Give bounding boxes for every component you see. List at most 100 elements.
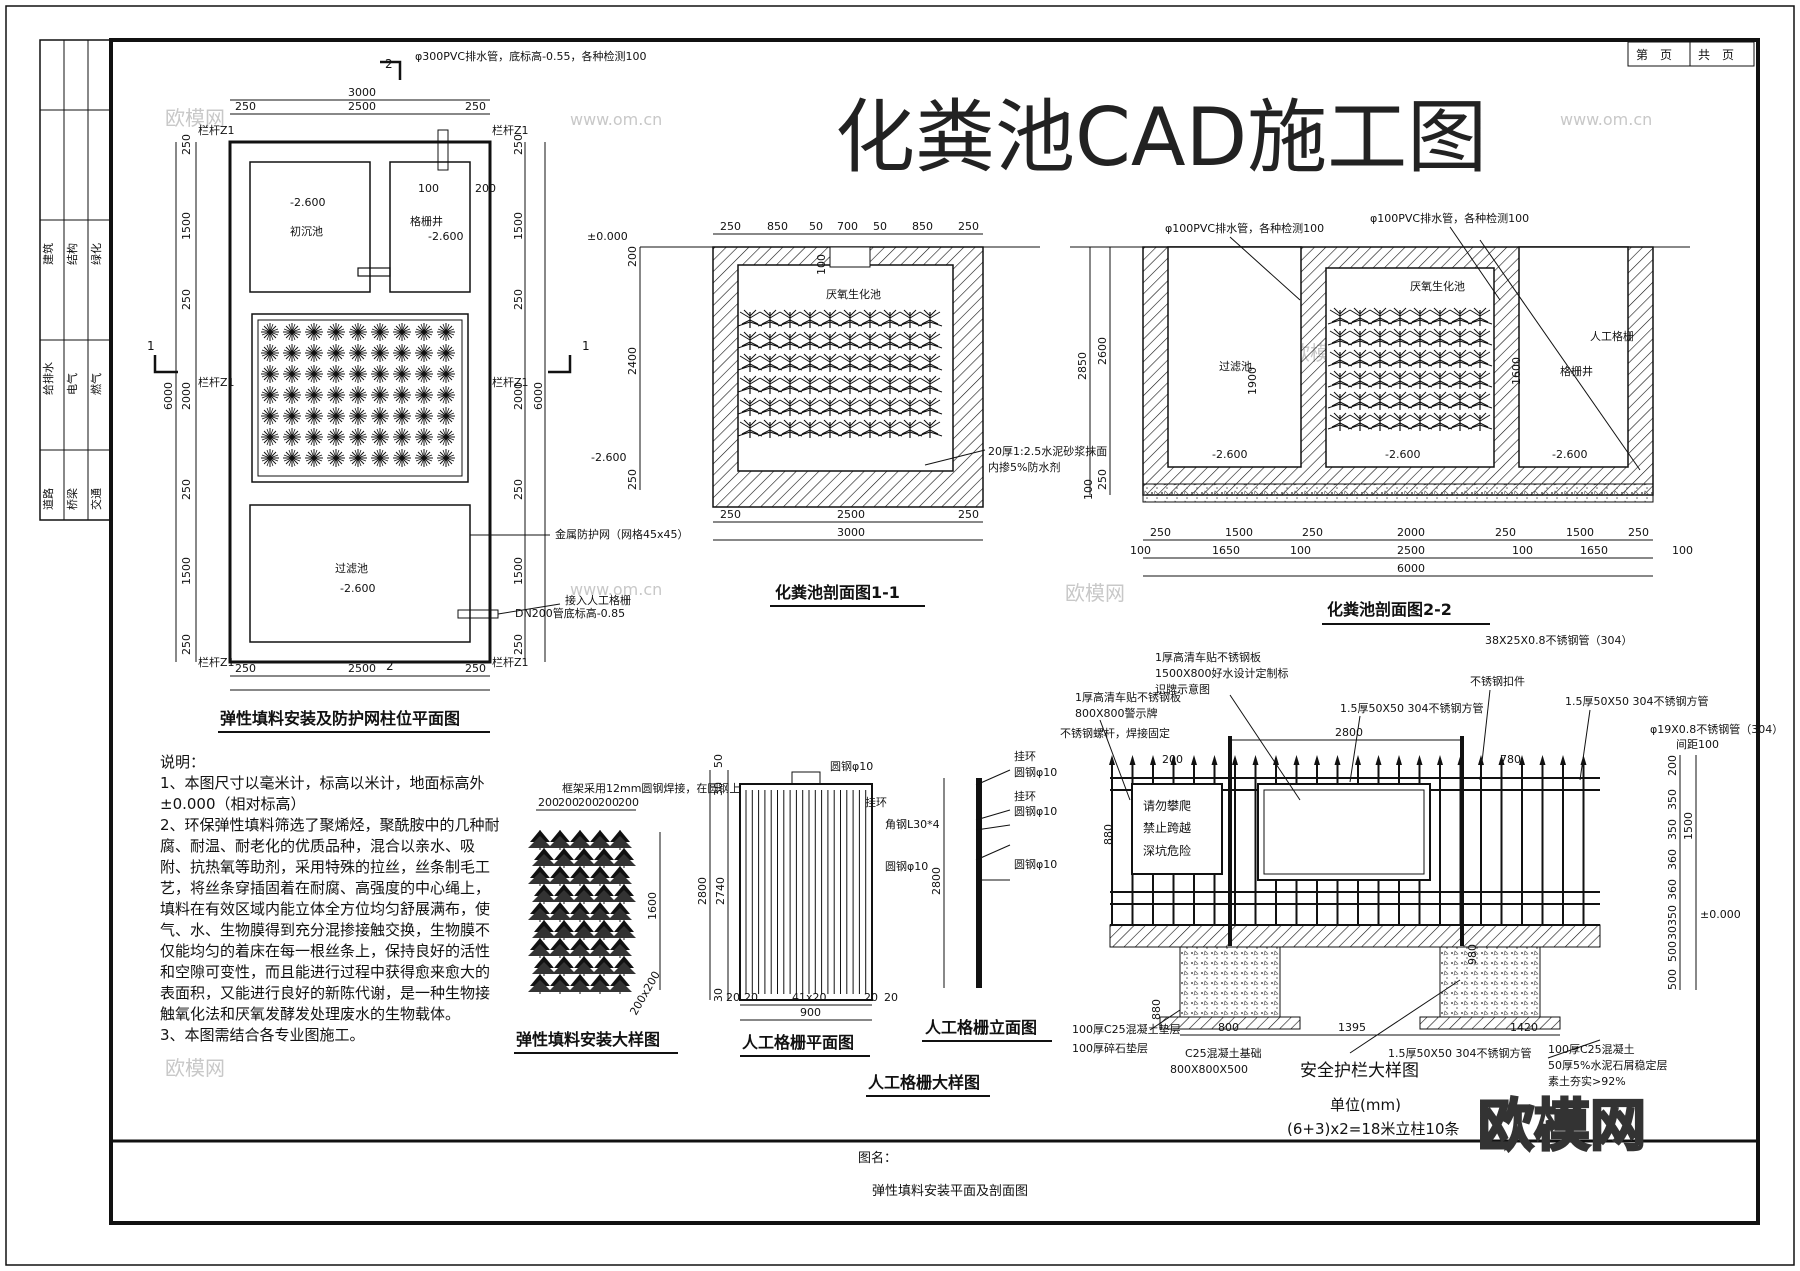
filler-star — [260, 343, 280, 363]
elev-label: 圆钢φ10 — [1014, 766, 1057, 779]
filler-star — [436, 364, 456, 384]
dim: 850 — [767, 220, 788, 233]
section1-opening — [829, 246, 871, 268]
filler-star — [392, 406, 412, 426]
filler-star — [414, 448, 434, 468]
dim: 350 — [1666, 905, 1679, 926]
filler-star — [348, 322, 368, 342]
dim: 100 — [1290, 544, 1311, 557]
filler-star — [414, 322, 434, 342]
warning-sign — [1131, 783, 1223, 875]
level-top: ±0.000 — [587, 230, 628, 243]
room-label: 厌氧生化池 — [826, 287, 881, 301]
leader — [497, 603, 561, 615]
strip-label: 电气 — [65, 373, 79, 395]
room-label-filter: 过滤池 — [335, 562, 368, 575]
dim: 6000 — [162, 382, 175, 410]
tank-outline-plan — [228, 140, 492, 664]
fence-detail: 请勿攀爬 禁止跨越 深坑危险 1厚高清车贴不锈钢板 1500X800好水设计定制… — [1060, 633, 1783, 1138]
dim: 350 — [1666, 789, 1679, 810]
dim: 250 — [235, 662, 256, 675]
section-mark: 1 — [582, 339, 590, 353]
dim: 250 — [180, 134, 193, 155]
outlet-pipe — [457, 609, 499, 619]
dim: 30 — [712, 988, 725, 1002]
filler-tree — [591, 847, 617, 869]
filler-star — [414, 406, 434, 426]
dim: 1500 — [1682, 812, 1695, 840]
filler-star — [304, 322, 324, 342]
dim: 2800 — [696, 877, 709, 905]
filler-room — [251, 313, 469, 483]
picket-tip — [1478, 755, 1484, 765]
filler-tree — [591, 883, 617, 905]
filler-star — [282, 406, 302, 426]
sign-line: 禁止跨越 — [1143, 821, 1191, 835]
filler-star — [282, 448, 302, 468]
filler-star — [436, 385, 456, 405]
filler-star — [348, 364, 368, 384]
dim: 700 — [837, 220, 858, 233]
fence-label: 1厚高清车贴不锈钢板 — [1075, 690, 1181, 704]
pipe-label: φ100PVC排水管，各种检测100 — [1370, 211, 1529, 225]
sign-line: 请勿攀爬 — [1143, 799, 1191, 813]
filler-tree — [607, 973, 633, 995]
filler-star — [370, 406, 390, 426]
filler-star — [348, 343, 368, 363]
filler-star — [282, 385, 302, 405]
filler-star — [282, 343, 302, 363]
filler-star — [392, 427, 412, 447]
fence-label: 1厚高清车贴不锈钢板 — [1155, 650, 1261, 664]
dim: 780 — [1500, 753, 1521, 766]
dim: 2500 — [348, 100, 376, 113]
filler-tree — [571, 955, 597, 977]
filler-star — [326, 427, 346, 447]
strip-label: 建筑 — [41, 243, 55, 265]
foundation-label: 50厚5%水泥石屑稳定层 — [1548, 1058, 1667, 1072]
dim: 2740 — [714, 877, 727, 905]
picket-tip — [1355, 755, 1361, 765]
dim: 1500 — [512, 212, 525, 240]
filler-star — [304, 448, 324, 468]
dim: 250 — [180, 634, 193, 655]
filler-star — [326, 322, 346, 342]
filler-tree — [547, 901, 573, 923]
section-mark: 2 — [386, 659, 394, 673]
note-item: 3、本图需结合各专业图施工。 — [160, 1026, 365, 1044]
filler-tree — [547, 973, 573, 995]
picket-tip — [1539, 755, 1546, 765]
elev-label: 挂环 — [1014, 789, 1036, 803]
total-label: 共 页 — [1698, 48, 1734, 62]
strip-label: 结构 — [65, 243, 79, 265]
filler-tree — [527, 937, 553, 959]
post-footing — [1179, 946, 1281, 1018]
page-number-box: 第 页 共 页 — [1627, 41, 1755, 67]
filler-tree — [591, 919, 617, 941]
ground-layer — [1109, 924, 1601, 948]
filler-tree — [551, 883, 577, 905]
filler-tree — [527, 973, 553, 995]
dim: 50 — [712, 754, 725, 768]
dim: 500 — [1666, 969, 1679, 990]
main-post — [1460, 736, 1464, 946]
level: ±0.000 — [1700, 908, 1741, 921]
filler-tree — [567, 937, 593, 959]
outer-border — [5, 5, 1795, 1266]
dim: 1500 — [180, 557, 193, 585]
picket-tip — [1314, 755, 1320, 765]
watermark: www.om.cn — [1560, 110, 1652, 129]
fence-label: 1500X800好水设计定制标 — [1155, 666, 1289, 680]
section2-grate — [1518, 246, 1629, 468]
filler-star — [304, 385, 324, 405]
filler-star — [282, 427, 302, 447]
pipe-note: φ300PVC排水管，底标高-0.55，各种检测100 — [415, 49, 647, 63]
dim: 250 — [180, 479, 193, 500]
dim: 880 — [1102, 824, 1115, 845]
room-label: 厌氧生化池 — [1410, 279, 1465, 293]
notes-heading: 说明： — [160, 753, 206, 771]
level: -2.600 — [1385, 448, 1420, 461]
elev-label: 圆钢φ10 — [1014, 805, 1057, 818]
foundation-label: 100厚碎石垫层 — [1072, 1041, 1148, 1055]
filler-star — [260, 406, 280, 426]
strip-label: 桥梁 — [65, 488, 79, 510]
